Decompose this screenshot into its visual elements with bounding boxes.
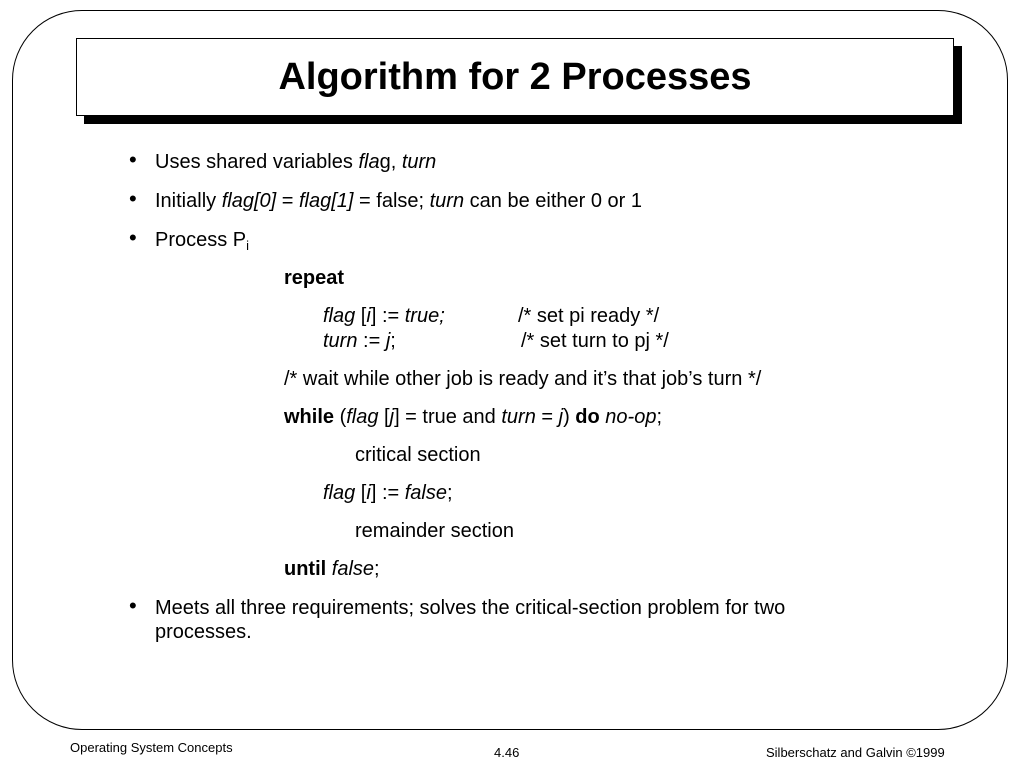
keyword-repeat: repeat xyxy=(284,267,345,289)
code-text: ; xyxy=(656,406,663,428)
equals-false: = false; xyxy=(353,190,430,212)
code-text: := xyxy=(357,330,386,352)
value-true: true; xyxy=(404,305,445,327)
var-j: j xyxy=(385,330,391,352)
bullet-text: Initially xyxy=(155,190,222,212)
var-flag: fla xyxy=(358,151,380,173)
code-remainder-section: remainder section xyxy=(355,520,514,542)
code-text: ; xyxy=(446,482,453,504)
equals: = xyxy=(276,190,299,212)
comment-wait: /* wait while other job is ready and it’… xyxy=(284,368,762,390)
bullet-text: Process P xyxy=(155,229,247,251)
code-while: while (flag [j] = true and turn = j) do … xyxy=(284,405,662,429)
code-repeat: repeat xyxy=(284,266,344,290)
var-turn: turn xyxy=(401,151,437,173)
code-until: until false; xyxy=(284,557,380,581)
title-box: Algorithm for 2 Processes xyxy=(76,38,954,116)
code-text: ] := xyxy=(370,482,405,504)
var-turn: turn xyxy=(323,330,358,352)
var-flag1: flag[1] xyxy=(298,190,354,212)
code-text: [ xyxy=(378,406,390,428)
bullet-text-rest: can be either 0 or 1 xyxy=(464,190,642,212)
code-text: ] = true and xyxy=(394,406,502,428)
bullet-marker xyxy=(129,594,137,619)
value-false: false xyxy=(404,482,447,504)
footer-page-number: 4.46 xyxy=(494,745,520,760)
bullet-marker xyxy=(129,187,137,212)
bullet-requirements-line2: processes. xyxy=(155,621,252,643)
bullet-initially: Initially flag[0] = flag[1] = false; tur… xyxy=(155,189,642,213)
var-j: j xyxy=(558,406,564,428)
var-flag: flag xyxy=(346,406,379,428)
subscript-i: i xyxy=(246,238,250,253)
footer-authors: Silberschatz and Galvin ©1999 xyxy=(766,745,945,761)
var-flag: flag xyxy=(323,305,356,327)
code-text: ) xyxy=(563,406,576,428)
slide-title: Algorithm for 2 Processes xyxy=(278,55,752,98)
value-false: false xyxy=(331,558,375,580)
code-set-turn: turn := j; xyxy=(323,329,396,353)
var-i: i xyxy=(366,482,371,504)
code-critical-section: critical section xyxy=(355,444,481,466)
bullet-text: Uses shared variables xyxy=(155,151,359,173)
bullet-shared-variables: Uses shared variables flag, turn xyxy=(155,150,436,174)
footer-copyright: ©1999 xyxy=(906,745,945,760)
bullet-requirements-line1: Meets all three requirements; solves the… xyxy=(155,597,786,619)
comment-set-pi-ready: /* set pi ready */ xyxy=(518,305,660,327)
code-reset-flag: flag [i] := false; xyxy=(323,481,453,505)
keyword-until: until xyxy=(284,558,327,580)
bullet-marker xyxy=(129,226,137,251)
code-set-flag: flag [i] := true; xyxy=(323,304,445,328)
var-i: i xyxy=(366,305,371,327)
code-text: ; xyxy=(374,558,380,580)
code-text: ] := xyxy=(370,305,405,327)
code-text: ; xyxy=(390,330,396,352)
keyword-while: while xyxy=(284,406,335,428)
code-text: ( xyxy=(334,406,347,428)
code-text: [ xyxy=(355,482,367,504)
var-turn: turn xyxy=(429,190,465,212)
comment-set-turn: /* set turn to pj */ xyxy=(521,330,669,352)
code-text: [ xyxy=(355,305,367,327)
footer-course: Operating System Concepts xyxy=(70,740,233,755)
slide-content: Uses shared variables flag, turn Initial… xyxy=(0,0,1024,740)
code-text: = xyxy=(535,406,559,428)
no-op: no-op xyxy=(605,406,657,428)
var-flag0: flag[0] xyxy=(221,190,277,212)
footer-author-names: Silberschatz and Galvin xyxy=(766,745,907,760)
separator: , xyxy=(390,151,402,173)
var-flag-tail: g xyxy=(379,151,391,173)
bullet-marker xyxy=(129,148,137,173)
bullet-process: Process Pi xyxy=(155,228,249,258)
var-turn: turn xyxy=(501,406,536,428)
slide-frame xyxy=(12,10,1008,730)
var-flag: flag xyxy=(323,482,356,504)
keyword-do: do xyxy=(575,406,600,428)
var-j: j xyxy=(389,406,395,428)
